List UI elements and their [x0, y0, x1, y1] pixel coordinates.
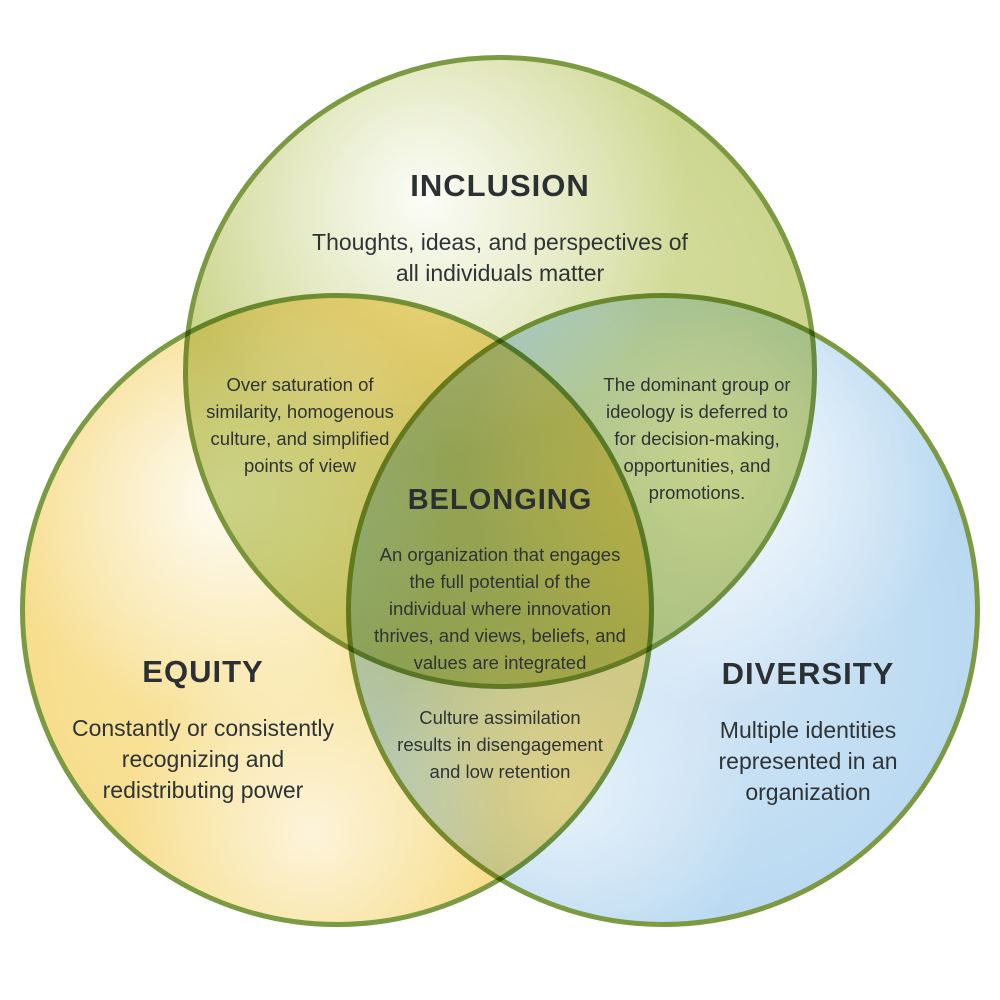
diversity-description: Multiple identities represented in an or…	[718, 717, 898, 805]
inclusion-equity-overlap-text: Over saturation of similarity, homogenou…	[206, 374, 394, 476]
belonging-description: An organization that engages the full po…	[374, 544, 626, 673]
equity-description: Constantly or consistently recognizing a…	[71, 715, 335, 803]
inclusion-description: Thoughts, ideas, and perspectives of all…	[312, 229, 688, 286]
inclusion-diversity-overlap-text: The dominant group or ideology is deferr…	[603, 374, 791, 503]
belonging-title: BELONGING	[407, 484, 593, 516]
diversity-title: DIVERSITY	[721, 656, 895, 691]
diversity-circle	[346, 293, 980, 927]
equity-label-group: EQUITY Constantly or consistently recogn…	[72, 636, 334, 824]
equity-title: EQUITY	[142, 654, 264, 689]
diversity-label-group: DIVERSITY Multiple identities represente…	[718, 638, 897, 826]
inclusion-label-group: INCLUSION Thoughts, ideas, and perspecti…	[312, 150, 688, 307]
equity-diversity-overlap-text: Culture assimilation results in disengag…	[397, 707, 603, 782]
belonging-label-group: BELONGING An organization that engages t…	[374, 466, 626, 694]
inclusion-title: INCLUSION	[410, 168, 590, 203]
